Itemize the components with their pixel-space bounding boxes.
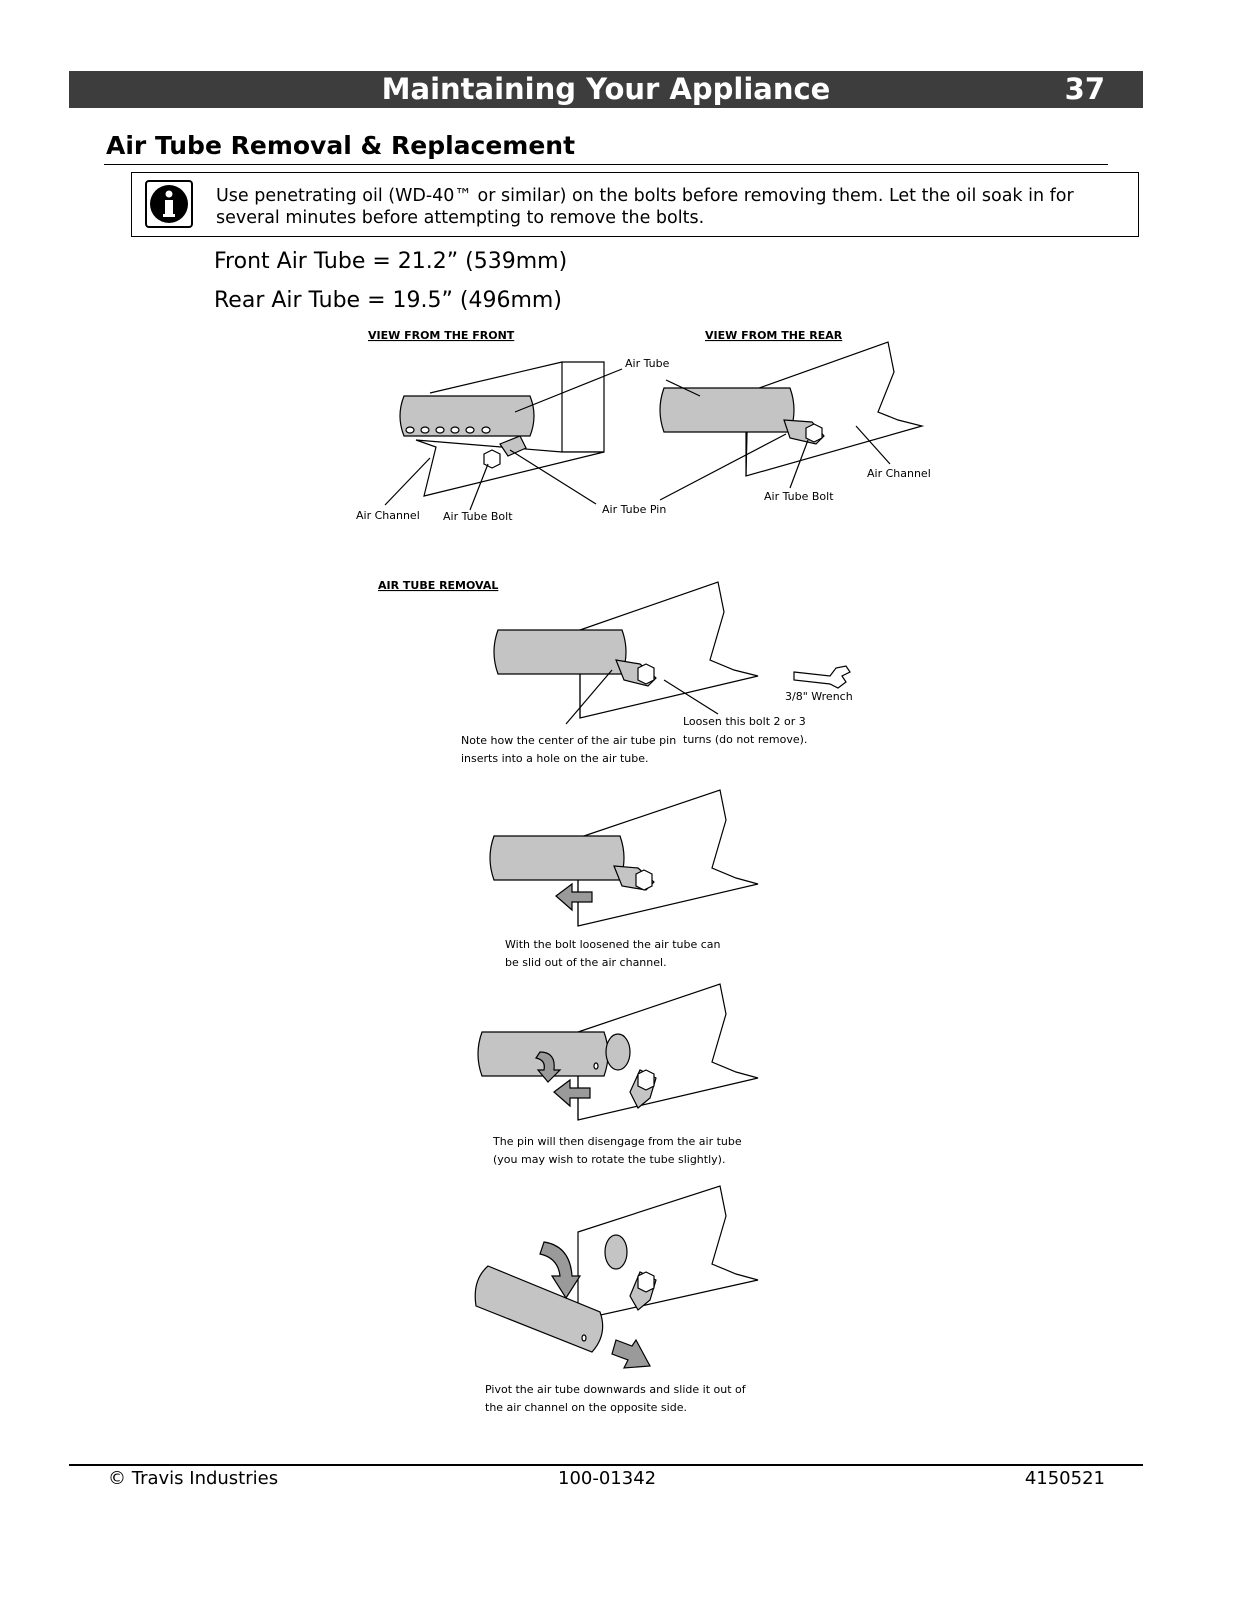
removal-step1-drawing — [493, 581, 759, 725]
label-air-channel-right: Air Channel — [867, 467, 931, 480]
info-note: Use penetrating oil (WD-40™ or similar) … — [131, 172, 1139, 237]
note-text: Use penetrating oil (WD-40™ or similar) … — [216, 186, 1074, 228]
label-step2-line2: be slid out of the air channel. — [505, 956, 667, 969]
label-air-tube-bolt-right: Air Tube Bolt — [764, 490, 834, 503]
rear-view-drawing — [659, 341, 925, 501]
label-loosen-line2: turns (do not remove). — [683, 733, 807, 746]
footer-revision: 4150521 — [1024, 1468, 1105, 1489]
label-air-tube: Air Tube — [625, 357, 670, 370]
label-air-tube-bolt-left: Air Tube Bolt — [443, 510, 513, 523]
page-number: 37 — [1064, 72, 1105, 106]
front-view-title: VIEW FROM THE FRONT — [368, 329, 515, 342]
section-divider — [104, 164, 1108, 165]
wrench-icon — [793, 665, 851, 689]
label-note-line2: inserts into a hole on the air tube. — [461, 752, 649, 765]
section-title: Air Tube Removal & Replacement — [106, 131, 576, 160]
removal-step2-drawing — [489, 789, 759, 927]
label-step2-line1: With the bolt loosened the air tube can — [505, 938, 721, 951]
front-tube-length: Front Air Tube = 21.2” (539mm) — [214, 249, 568, 274]
label-step4-line2: the air channel on the opposite side. — [485, 1401, 687, 1414]
footer-document-number: 100-01342 — [558, 1468, 657, 1489]
label-air-channel-left: Air Channel — [356, 509, 420, 522]
label-step3-line2: (you may wish to rotate the tube slightl… — [493, 1153, 725, 1166]
footer-copyright: © Travis Industries — [108, 1468, 279, 1489]
front-view-drawing — [384, 361, 623, 511]
removal-step3-drawing — [477, 983, 759, 1121]
label-step4-line1: Pivot the air tube downwards and slide i… — [485, 1383, 747, 1396]
air-tube-figures: VIEW FROM THE FRONT Air Channel Air Tube… — [356, 329, 931, 1414]
label-step3-line1: The pin will then disengage from the air… — [492, 1135, 742, 1148]
header-bar: Maintaining Your Appliance 37 — [69, 71, 1143, 108]
footer-divider — [69, 1464, 1143, 1466]
info-icon — [145, 180, 193, 228]
page-title: Maintaining Your Appliance — [381, 72, 831, 106]
label-wrench: 3/8" Wrench — [785, 690, 853, 703]
rear-tube-length: Rear Air Tube = 19.5” (496mm) — [214, 288, 562, 313]
removal-title: AIR TUBE REMOVAL — [378, 579, 498, 592]
removal-step4-drawing — [474, 1185, 759, 1369]
label-air-tube-pin: Air Tube Pin — [602, 503, 666, 516]
label-loosen-line1: Loosen this bolt 2 or 3 — [683, 715, 806, 728]
rear-view-title: VIEW FROM THE REAR — [705, 329, 843, 342]
label-note-line1: Note how the center of the air tube pin — [461, 734, 676, 747]
